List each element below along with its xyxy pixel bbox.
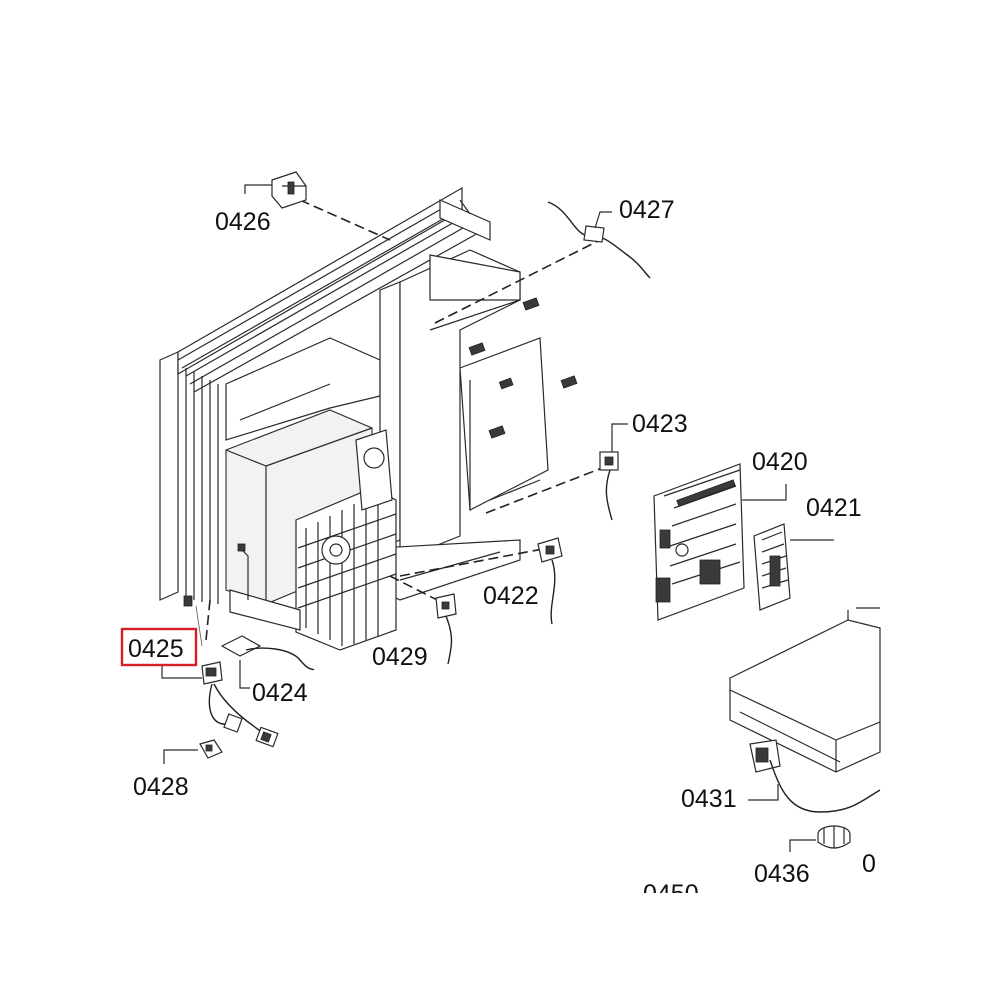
callout-0425: 0425 (128, 635, 184, 663)
callout-0428: 0428 (133, 773, 189, 801)
callout-0427: 0427 (619, 196, 675, 224)
callout-0-partial: 0 (862, 850, 876, 878)
callout-0420: 0420 (752, 448, 808, 476)
part-0422-sensor (537, 537, 563, 625)
callout-0422: 0422 (483, 582, 539, 610)
highlight-box-0425 (120, 627, 198, 667)
callout-0421: 0421 (806, 494, 862, 522)
main-housing (159, 186, 578, 651)
part-0427-sensor (547, 201, 651, 279)
part-0424-plate (220, 635, 315, 689)
part-0429-sensor (435, 593, 457, 665)
callout-0436: 0436 (754, 860, 810, 888)
callout-0424: 0424 (252, 679, 308, 707)
part-0425-switch (161, 661, 279, 748)
part-0423-sensor (599, 423, 628, 521)
callout-0423: 0423 (632, 410, 688, 438)
part-0421-module (753, 523, 834, 611)
part-0436-knob (789, 825, 851, 852)
part-0428-clip (163, 739, 223, 764)
pump-grid-block (295, 429, 397, 651)
part-0426-connector (244, 171, 307, 209)
callout-0426: 0426 (215, 208, 271, 236)
crop-mask (620, 893, 720, 913)
part-0420-control-board (653, 463, 787, 621)
callout-0431: 0431 (681, 785, 737, 813)
callout-0429: 0429 (372, 643, 428, 671)
part-0431-housing (729, 607, 881, 813)
